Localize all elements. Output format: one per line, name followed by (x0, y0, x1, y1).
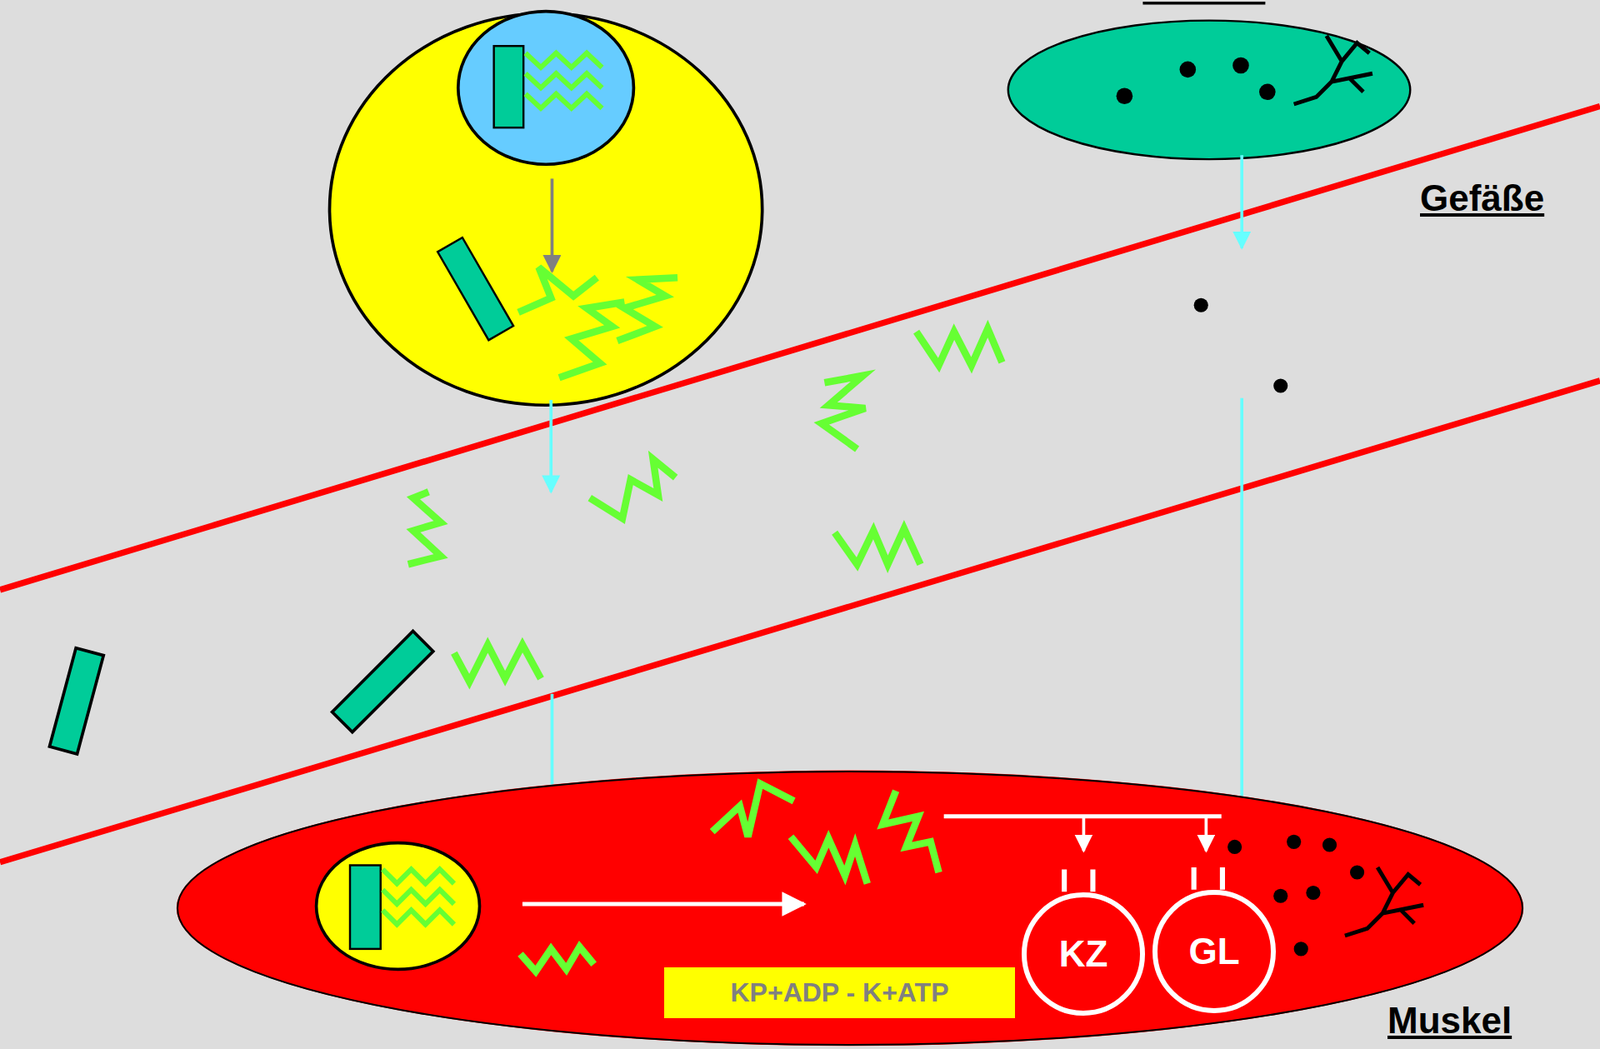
ellipse-outline (176, 770, 1524, 1046)
dot (1294, 941, 1309, 956)
reaction-box: KP+ADP - K+ATP (664, 967, 1015, 1019)
dot (1116, 87, 1134, 105)
dot (1350, 865, 1365, 880)
receptor-ports (1064, 867, 1223, 892)
region-heading: Muskel (1387, 1000, 1512, 1041)
zigzag-group (382, 869, 455, 925)
vessel-wall (0, 105, 1600, 590)
rect-outline (664, 967, 1015, 1019)
node-label: GL (1188, 931, 1240, 972)
dot (1286, 835, 1301, 850)
branched-molecule (1294, 35, 1373, 105)
zigzag (821, 375, 866, 450)
dot (1273, 378, 1288, 393)
dot (1227, 840, 1242, 855)
zigzag (408, 491, 441, 565)
dot (1180, 61, 1197, 79)
muscle-nucleus (316, 843, 480, 970)
cyan-arrow (549, 400, 553, 492)
zigzag (835, 528, 921, 565)
receptor-circle: KZ (1020, 891, 1146, 1017)
zigzag (617, 277, 678, 341)
zigzag (382, 869, 455, 884)
circle-outline (1020, 891, 1146, 1017)
zigzag (790, 836, 868, 884)
zigzag (382, 890, 455, 905)
zigzag (525, 73, 603, 88)
zigzag (454, 645, 541, 682)
dot-group (1116, 57, 1276, 105)
cyan-arrow (1240, 155, 1244, 248)
zigzag-group (518, 267, 678, 378)
gray-arrow (550, 178, 555, 271)
region-label: Gefäße (1420, 178, 1545, 219)
box-fill (664, 967, 1015, 1019)
circle-outline (1151, 889, 1277, 1015)
zigzag (916, 328, 1003, 365)
muscle-cell: Muskel KZ GL KP+ADP - K+ATP (176, 770, 1524, 1046)
zigzag-group (525, 53, 603, 109)
receptor-circle: GL (1151, 889, 1277, 1015)
dot (1273, 889, 1288, 904)
molecule-block (49, 648, 104, 755)
zigzag (520, 946, 594, 971)
zigzag (525, 53, 603, 68)
branched-molecule (1345, 867, 1424, 936)
receptor-outline (1155, 892, 1274, 1011)
molecule-block (437, 237, 514, 340)
heading-underline (1142, 1, 1265, 5)
zigzag-group (520, 784, 939, 972)
dot (1305, 885, 1320, 900)
gene-block (350, 865, 381, 949)
node-label: KZ (1059, 934, 1109, 975)
white-arrow (1205, 816, 1209, 852)
muscle-outline (177, 771, 1523, 1045)
white-arrow (1082, 816, 1086, 852)
dot-group (1227, 835, 1365, 957)
molecule-block (332, 630, 434, 732)
zigzag (559, 302, 625, 379)
zigzag (382, 910, 455, 925)
muscle-cell-fill (176, 770, 1524, 1047)
dot (1194, 298, 1209, 313)
zigzag (590, 459, 676, 519)
node-label: KP+ADP - K+ATP (730, 978, 950, 1008)
dot (1259, 84, 1276, 101)
green-cell (1008, 20, 1410, 160)
dot (1232, 57, 1250, 75)
gene-block (494, 45, 525, 128)
zigzag (525, 94, 603, 109)
zigzag (712, 784, 795, 838)
cyan-arrow (1240, 398, 1244, 832)
white-arrow (522, 902, 805, 907)
dot (1322, 837, 1337, 852)
cell-nucleus (458, 11, 635, 165)
zigzag (882, 790, 939, 873)
zigzag-group (408, 328, 1003, 682)
receptor-outline (1024, 895, 1143, 1014)
